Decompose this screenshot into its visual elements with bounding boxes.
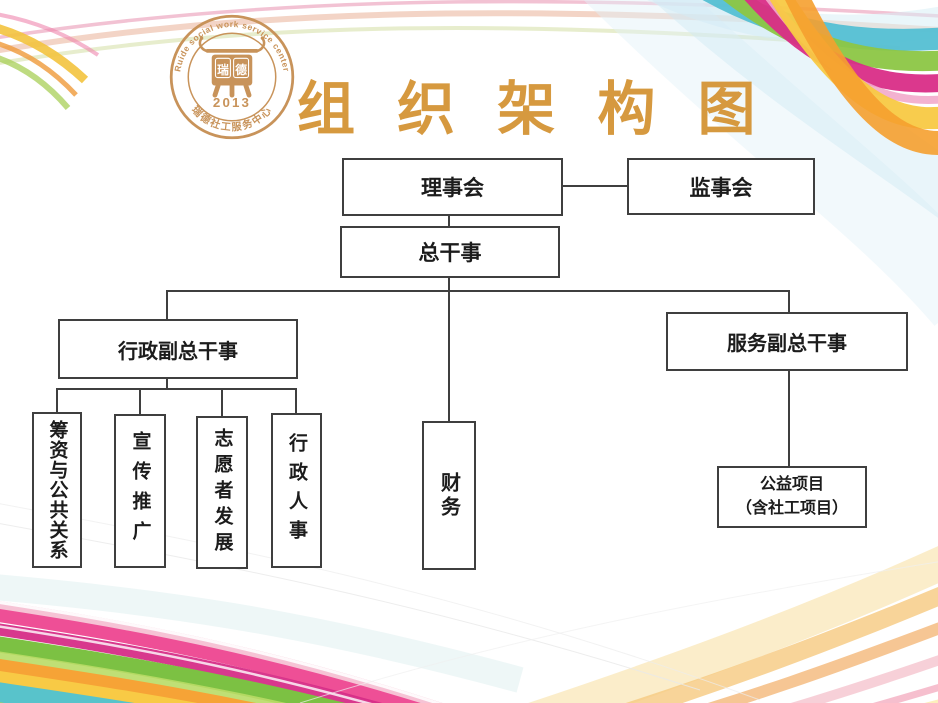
org-box-fundraising-pr-label: 筹资与公共关系: [46, 420, 68, 560]
org-box-admin-hr: 行政人事: [271, 413, 322, 568]
org-box-service-deputy-label: 服务副总干事: [727, 333, 847, 355]
org-box-supervisory-label: 监事会: [689, 176, 753, 200]
org-box-board-label: 理事会: [421, 177, 484, 200]
org-box-charity-projects-line1: 公益项目: [759, 476, 824, 493]
org-box-publicity: 宣传推广: [114, 414, 166, 568]
ribbons-top-left: [0, 12, 100, 110]
org-box-charity-projects-line2: （含社工项目）: [735, 500, 848, 517]
logo-emblem-ding-icon: 瑞 德: [198, 36, 266, 98]
connector-drop-admin-deputy: [166, 290, 168, 319]
connector-admin-deputy-riser: [166, 379, 168, 389]
connector-board-director: [448, 216, 450, 226]
connector-drop-service-deputy: [788, 290, 790, 312]
org-box-admin-hr-label: 行政人事: [286, 432, 307, 549]
connector-sub-horizontal: [57, 388, 297, 390]
org-box-director-general: 总干事: [340, 226, 560, 278]
connector-drop-publicity: [139, 388, 141, 414]
org-box-supervisory: 监事会: [627, 158, 815, 215]
connector-service-deputy-charity: [788, 371, 790, 466]
org-box-director-general-label: 总干事: [418, 242, 482, 265]
connector-board-supervisory: [563, 185, 628, 187]
ribbons-bottom-left: [0, 574, 524, 703]
org-box-volunteer-dev: 志愿者发展: [196, 416, 248, 569]
org-box-service-deputy: 服务副总干事: [666, 312, 908, 371]
connector-drop-admin-hr: [295, 388, 297, 413]
org-box-finance: 财务: [422, 421, 476, 570]
org-box-finance-label: 财务: [437, 471, 460, 520]
logo-emblem-left-char: 瑞: [217, 63, 229, 77]
connector-drop-volunteer: [221, 388, 223, 416]
connector-drop-finance: [448, 290, 450, 421]
ribbons-top-right: [583, 0, 938, 327]
logo-year: 2013: [213, 95, 251, 110]
connector-drop-fundraising: [56, 388, 58, 412]
page-title: 组 织 架 构 图: [297, 76, 769, 142]
org-box-publicity-label: 宣传推广: [129, 431, 151, 551]
org-box-fundraising-pr: 筹资与公共关系: [32, 412, 82, 568]
logo-seal: Ruide social work service center 瑞德社工服务中…: [169, 14, 295, 140]
org-box-admin-deputy-label: 行政副总干事: [118, 340, 238, 363]
ribbons-bottom-right: [528, 546, 938, 703]
org-box-volunteer-dev-label: 志愿者发展: [211, 427, 233, 558]
logo-inner-ring: [187, 32, 277, 122]
org-box-charity-projects: 公益项目 （含社工项目）: [717, 466, 867, 528]
connector-main-horizontal: [166, 290, 790, 292]
connector-director-riser: [448, 278, 450, 292]
logo-outer-ring: [169, 14, 295, 140]
org-box-admin-deputy: 行政副总干事: [58, 319, 298, 379]
org-box-board: 理事会: [342, 158, 563, 216]
logo-emblem-right-char: 德: [235, 63, 247, 77]
